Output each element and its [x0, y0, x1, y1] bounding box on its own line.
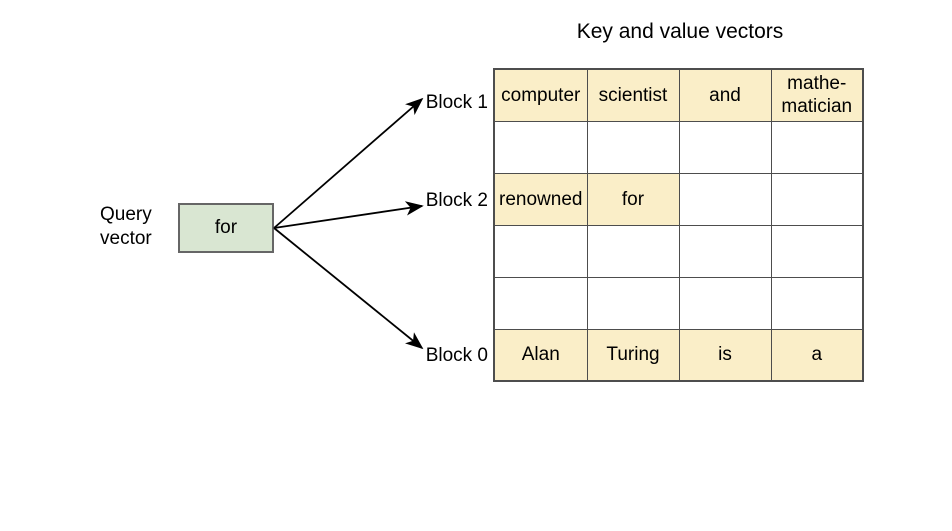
- table-cell: [493, 120, 588, 174]
- table-cell: renowned: [493, 172, 588, 226]
- diagram-title: Key and value vectors: [576, 20, 784, 43]
- table-cell: [770, 224, 864, 278]
- table-row: [493, 120, 864, 174]
- arrow-to-block-1: [273, 97, 424, 229]
- query-vector-label-line1: Query: [100, 204, 152, 225]
- table-cell: [678, 224, 772, 278]
- table-cell: [678, 172, 772, 226]
- table-cell: [770, 276, 864, 330]
- query-vector-box: for: [178, 203, 274, 253]
- table-row: [493, 276, 864, 330]
- table-cell: computer: [493, 68, 588, 122]
- table-cell: [586, 276, 680, 330]
- table-cell: [586, 120, 680, 174]
- table-cell: Turing: [586, 328, 680, 382]
- arrow-to-block-0: [273, 227, 424, 350]
- query-vector-label: Query vector: [100, 203, 174, 251]
- table-cell: scientist: [586, 68, 680, 122]
- block-label-block-2: Block 2: [425, 190, 488, 211]
- block-label-block-0: Block 0: [425, 345, 488, 366]
- table-row: [493, 224, 864, 278]
- table-cell: [586, 224, 680, 278]
- query-vector-label-line2: vector: [100, 228, 152, 249]
- table-cell: for: [586, 172, 680, 226]
- table-cell: a: [770, 328, 864, 382]
- table-cell: mathe-matician: [770, 68, 864, 122]
- table-cell: and: [678, 68, 772, 122]
- table-cell: is: [678, 328, 772, 382]
- table-cell: [678, 276, 772, 330]
- table-cell: [678, 120, 772, 174]
- table-cell: Alan: [493, 328, 588, 382]
- table-cell: [493, 276, 588, 330]
- block-label-block-1: Block 1: [425, 92, 488, 113]
- query-vector-token: for: [214, 217, 238, 238]
- table-cell: [493, 224, 588, 278]
- table-cell: [770, 172, 864, 226]
- arrow-to-block-2: [273, 201, 424, 229]
- table-cell: [770, 120, 864, 174]
